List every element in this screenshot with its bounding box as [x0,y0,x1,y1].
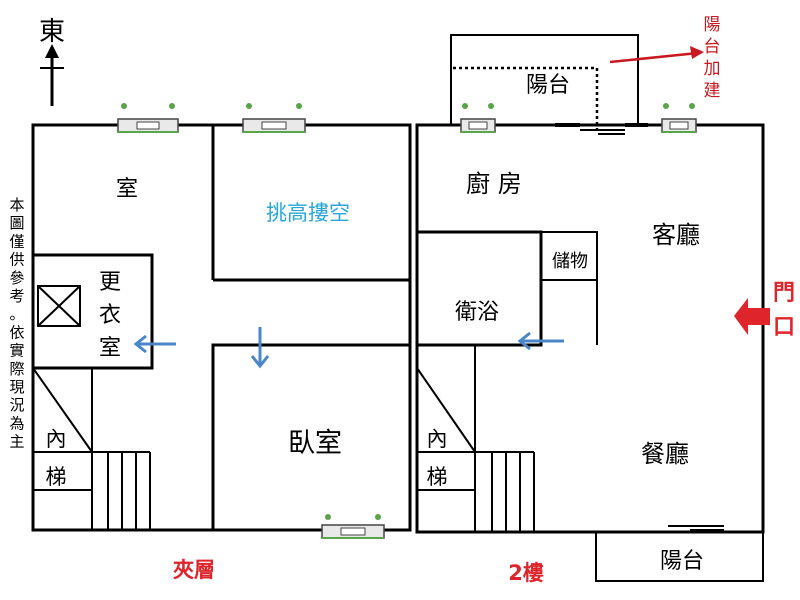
window-icon [661,103,697,133]
balcony-bottom-label: 陽台 [660,549,704,574]
right-outer-wall [415,123,765,534]
balcony-top-wall [450,34,639,125]
closet-wall [33,253,154,370]
bath-wall [417,230,543,347]
balcony-extension-arrow-icon [609,46,704,64]
door-label-2: 口 [773,315,795,340]
left-outer-wall [31,123,412,532]
stair-diagonal [32,367,93,453]
stair-label-1: 內 [46,427,67,451]
balcony-bottom-wall [595,531,764,582]
closet-box-cross-b [37,285,81,327]
stair-label-1: 內 [427,427,448,451]
living-room-label: 客廳 [652,221,700,249]
closet-label-2: 衣 [99,303,121,328]
arrow-left-icon [133,334,176,354]
window-icon [321,514,385,539]
stair-label-2: 梯 [46,465,67,489]
balcony-extension-line [453,66,599,132]
closet-box [37,285,81,327]
compass-label: 東 [39,17,65,47]
sliding-door-icon [555,123,648,135]
window-icon [460,103,496,133]
door-entrance-arrow-icon [734,298,770,335]
void-label: 挑高摟空 [266,201,350,225]
door-label-1: 門 [773,281,795,306]
arrow-down-icon [250,327,270,369]
stair-label-2: 梯 [427,465,448,489]
right-floor-plan: 陽台 廚 房 客廳 儲物 衛浴 內 梯 餐廳 陽台 陽台加建 門 口 2樓 [415,15,795,585]
arrow-left-icon [517,331,564,351]
window-icon [117,103,179,133]
closet-label-3: 室 [99,336,121,361]
kitchen-label: 廚 房 [466,170,522,198]
storage-label: 儲物 [552,251,588,272]
bath-label: 衛浴 [455,300,499,325]
bedroom-wall [211,343,410,530]
closet-label-1: 更 [99,270,121,295]
floor-caption-left: 夾層 [173,558,215,582]
compass: 東 [39,17,65,106]
sliding-door-icon [668,525,724,531]
storage-wall [541,231,598,281]
floor-caption-right: 2樓 [508,561,544,585]
bedroom-label: 臥室 [288,428,342,459]
compass-arrow-icon [45,44,59,58]
window-icon [242,103,306,133]
stair-diagonal-right [416,367,476,453]
balcony-top-label: 陽台 [526,73,570,98]
disclaimer-text: 本圖僅供參考。依實際現況為主 [9,196,24,451]
room-label: 室 [116,177,138,202]
balcony-extension-label: 陽台加建 [704,15,721,101]
dining-room-label: 餐廳 [641,440,689,468]
left-floor-plan: 室 挑高摟空 更 衣 室 內 梯 臥室 夾層 [31,103,412,582]
